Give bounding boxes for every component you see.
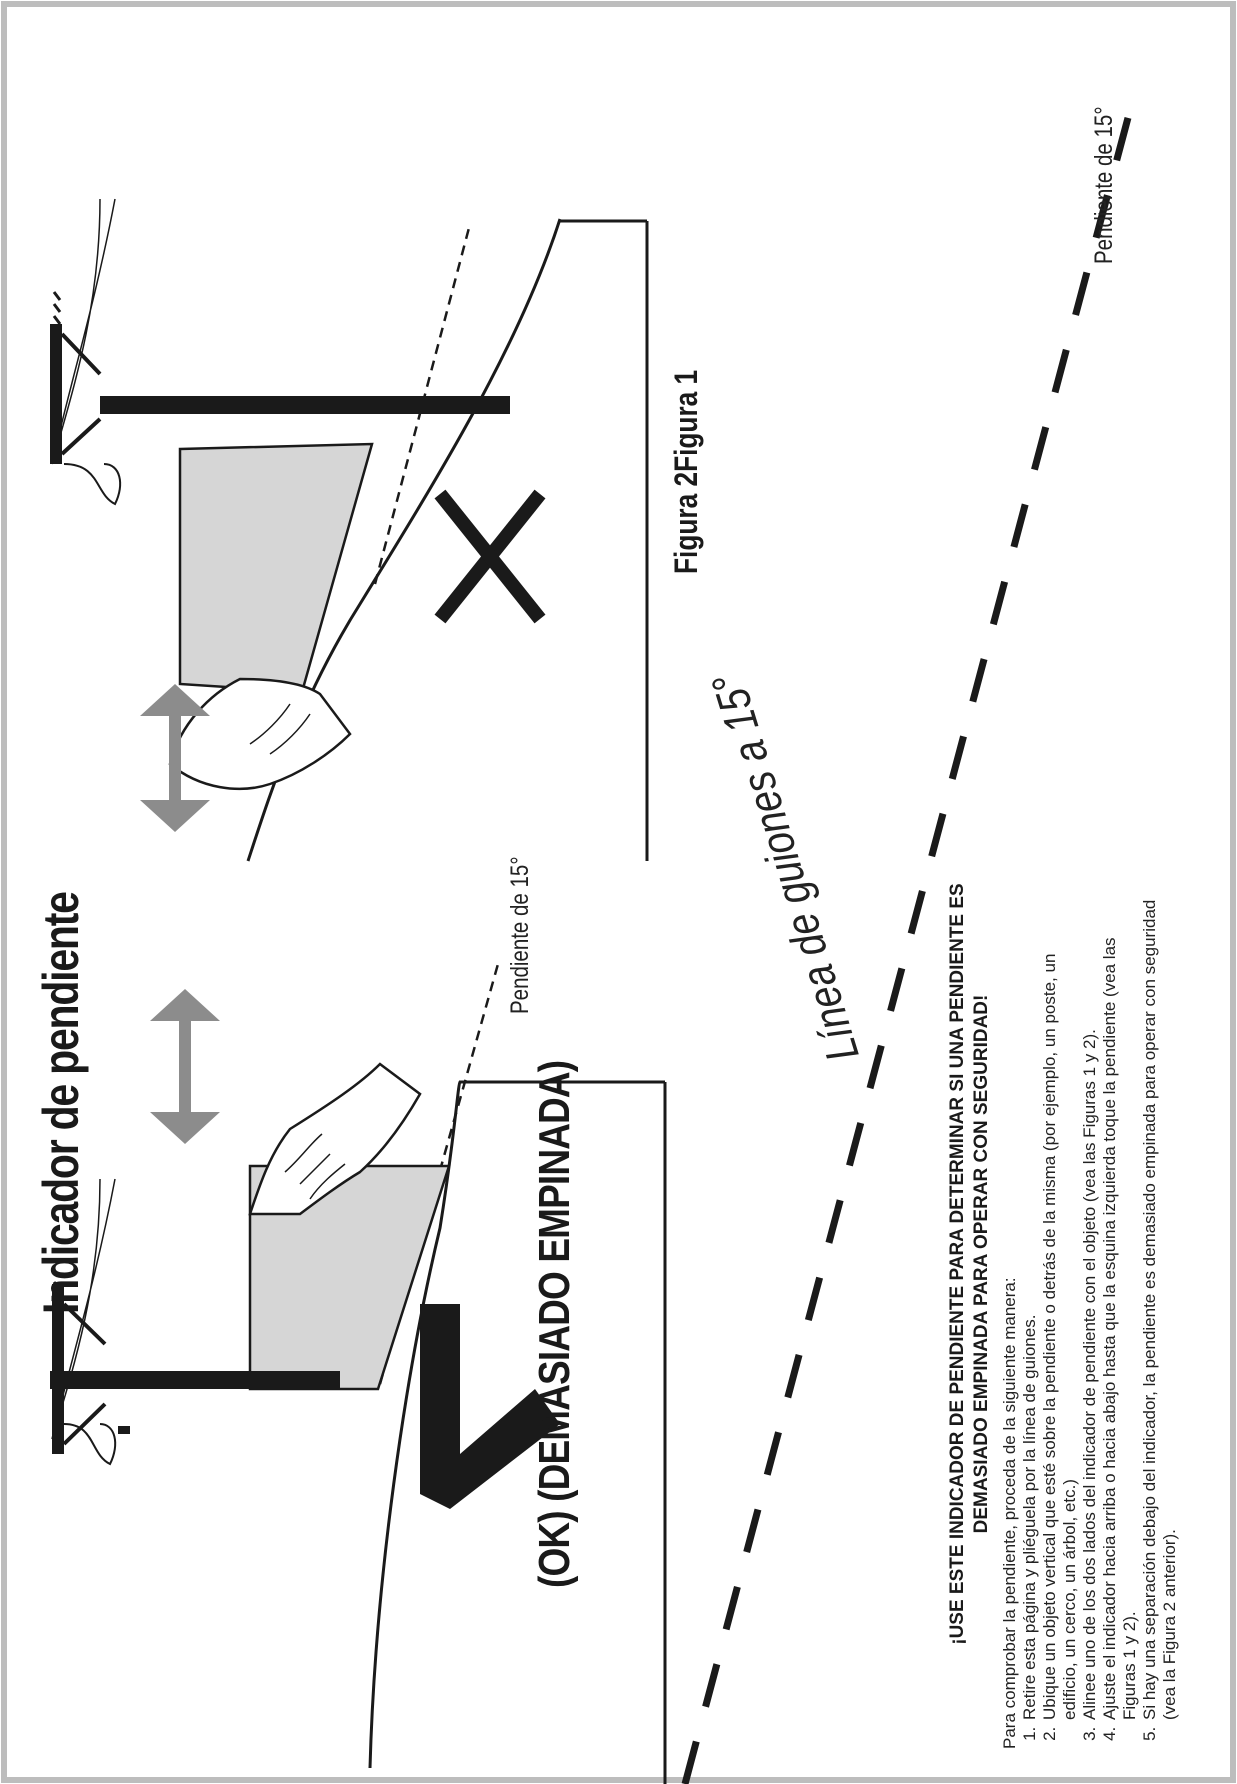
instruction-step: Si hay una separación debajo del indicad… [1140,899,1180,1722]
x-mark-icon [434,489,546,624]
figure-steep-pole [100,396,510,414]
instruction-step: Alinee uno de los dos lados del indicado… [1080,899,1100,1722]
double-arrow-icon [140,684,210,832]
figure-ok-caption: (OK) (DEMASIADO EMPINADA) [530,1060,579,1588]
instruction-step: Ubique un objeto vertical que esté sobre… [1040,899,1080,1722]
figure-steep-insulators [52,291,62,325]
instructions-intro: Para comprobar la pendiente, proceda de … [1000,1277,1019,1749]
hand-icon-creases [249,703,311,755]
figure-steep-crossarm [50,324,62,464]
slope-label-right: Pendiente de 15° [1090,106,1118,264]
figure-steep-slope-dash [373,223,472,585]
figure-ok-pole-cable [63,1423,117,1466]
figure-steep-braces [60,332,102,456]
figure-steep-indicator-card [178,442,374,694]
figure-ok [50,963,667,1784]
hand-icon [168,677,352,790]
warning-heading: ¡USE ESTE INDICADOR DE PENDIENTE PARA DE… [947,883,992,1645]
instruction-step: Retire esta página y pliéguela por la lí… [1020,899,1040,1722]
figure-steep-pole-cable [63,463,122,506]
instructions-block: Para comprobar la pendiente, proceda de … [1000,899,1180,1749]
hand-icon-creases [284,1133,346,1200]
page-title: Indicador de pendiente [33,892,89,1314]
slope-label-left: Pendiente de 15° [506,856,534,1014]
hand-icon [248,1062,422,1216]
instruction-step: Ajuste el indicador hacia arriba o hacia… [1100,899,1140,1722]
figure-ok-pole-bolt [118,1426,130,1434]
figure-steep-wires [51,198,116,465]
double-arrow-icon [150,989,220,1144]
check-mark-icon [420,1304,560,1509]
figure-ok-insulators [52,1281,62,1315]
figure-ok-pole [50,1371,340,1389]
figure-caption: Figura 2Figura 1 [668,369,704,574]
fold-dash-line [681,98,1137,1784]
figure-ok-wires [51,1178,116,1440]
figure-steep [50,198,649,862]
instructions-steps: Retire esta página y pliéguela por la lí… [1020,899,1180,1749]
